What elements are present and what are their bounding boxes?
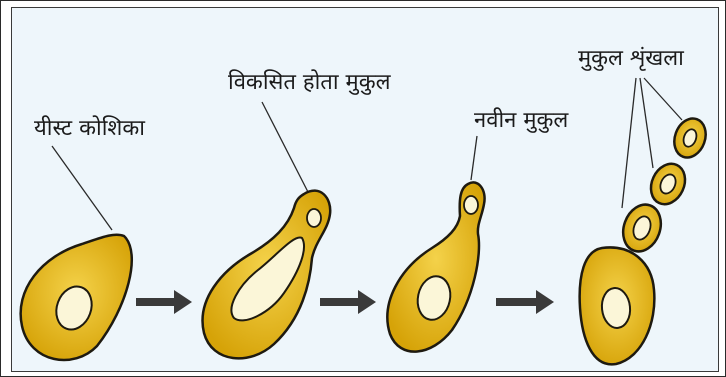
pointer-line-bud-chain-3 (644, 78, 682, 120)
cell-with-developing-bud (203, 191, 331, 359)
arrow-2 (320, 290, 376, 314)
pointer-line-developing-bud (262, 102, 308, 192)
pointer-line-new-bud (471, 136, 477, 180)
pointer-line-bud-chain-1 (622, 78, 636, 208)
pointer-line-bud-chain-2 (640, 78, 653, 168)
bud-vacuole (307, 209, 321, 227)
label-yeast-cell: यीस्ट कोशिका (34, 118, 145, 140)
label-bud-chain: मुकुल शृंखला (578, 48, 684, 70)
cell-with-new-bud (387, 182, 484, 351)
bud-vacuole (464, 196, 478, 214)
label-new-bud: नवीन मुकुल (474, 110, 568, 132)
arrow-1 (136, 290, 192, 314)
label-developing-bud: विकसित होता मुकुल (228, 72, 391, 94)
diagram-panel: यीस्ट कोशिका विकसित होता मुकुल नवीन मुकु… (11, 7, 719, 372)
arrow-3 (496, 290, 554, 314)
pointer-line-yeast-cell (52, 146, 112, 230)
yeast-cell (21, 235, 132, 360)
cell-with-bud-chain (580, 114, 711, 364)
